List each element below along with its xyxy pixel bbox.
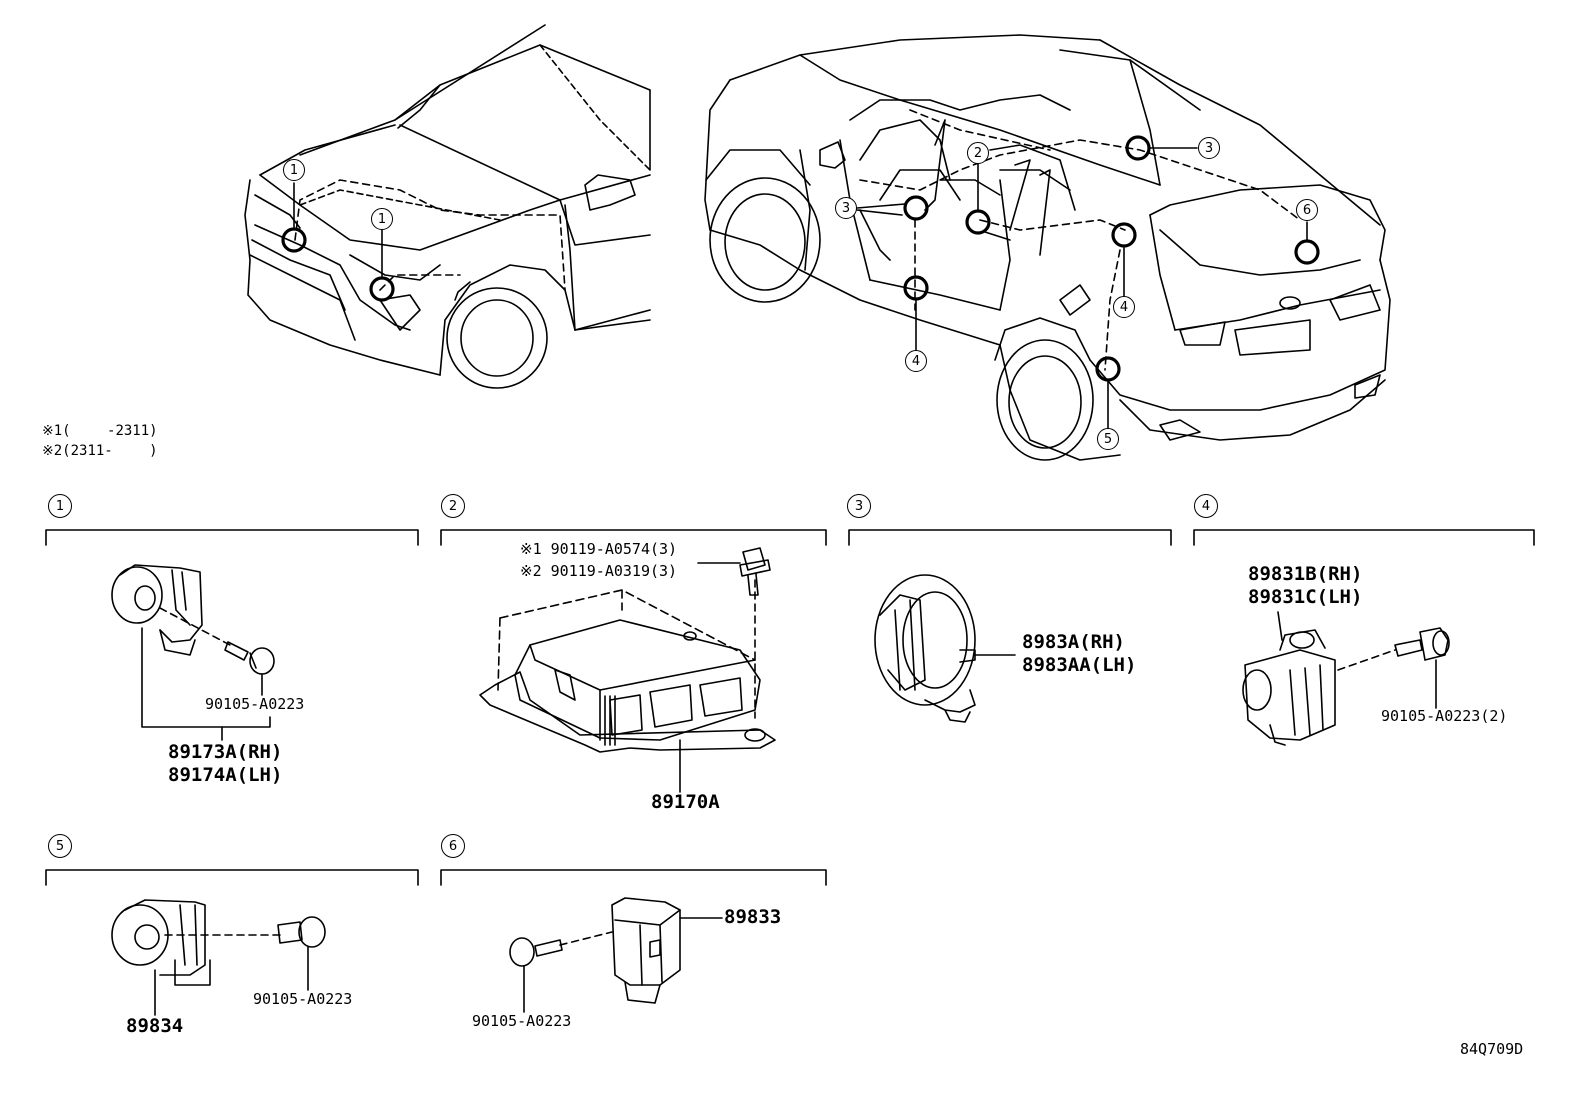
section-number-4: 4 — [1194, 494, 1218, 518]
part-number-s2-bolt1: ※1 90119-A0574(3) — [520, 540, 678, 558]
diagram-code: 84Q709D — [1460, 1040, 1524, 1058]
part-number-s5-bolt: 90105-A0223 — [253, 990, 353, 1008]
part-number-s2-ecu: 89170A — [651, 791, 720, 813]
callout-front-sensor-left: 1 — [283, 159, 305, 181]
section-number-5: 5 — [48, 834, 72, 858]
note-1: ※1( -2311) — [42, 423, 158, 439]
callout-side-sensor-front: 4 — [905, 350, 927, 372]
part-number-s4-bolt: 90105-A0223(2) — [1381, 707, 1508, 725]
front-airbag-sensor-drawing — [111, 564, 275, 741]
callout-front-sensor-right: 1 — [371, 208, 393, 230]
callout-side-sensor-rear: 4 — [1113, 296, 1135, 318]
section-number-1: 1 — [48, 494, 72, 518]
callout-spiral-cable-front: 3 — [835, 197, 857, 219]
callout-rear-impact-sensor: 6 — [1296, 199, 1318, 221]
part-number-s6-bolt: 90105-A0223 — [472, 1012, 572, 1030]
part-number-s6-sensor: 89833 — [724, 906, 782, 928]
callout-rear-side-sensor: 5 — [1097, 428, 1119, 450]
part-number-s4-lh: 89831C(LH) — [1248, 586, 1363, 608]
part-number-s1-bolt: 90105-A0223 — [205, 695, 305, 713]
rear-side-sensor-drawing — [111, 899, 326, 1016]
airbag-ecu-drawing — [479, 547, 776, 793]
front-vehicle-illustration — [244, 24, 651, 389]
callout-ecu: 2 — [967, 142, 989, 164]
side-airbag-sensor-drawing — [1242, 611, 1450, 746]
rear-impact-sensor-drawing — [509, 897, 723, 1013]
rear-vehicle-illustration — [704, 34, 1391, 461]
section-brackets — [45, 529, 1535, 886]
part-number-s3-lh: 8983AA(LH) — [1022, 654, 1137, 676]
section-number-6: 6 — [441, 834, 465, 858]
section-number-3: 3 — [847, 494, 871, 518]
callout-spiral-cable-rear: 3 — [1198, 137, 1220, 159]
part-number-s2-bolt2: ※2 90119-A0319(3) — [520, 562, 678, 580]
part-number-s3-rh: 8983A(RH) — [1022, 631, 1125, 653]
part-number-s4-rh: 89831B(RH) — [1248, 563, 1363, 585]
spiral-cable-sensor-drawing — [874, 574, 1016, 723]
part-number-s1-lh: 89174A(LH) — [168, 764, 283, 786]
part-number-s1-rh: 89173A(RH) — [168, 741, 283, 763]
part-number-s5-sensor: 89834 — [126, 1015, 184, 1037]
note-2: ※2(2311- ) — [42, 443, 158, 459]
section-number-2: 2 — [441, 494, 465, 518]
